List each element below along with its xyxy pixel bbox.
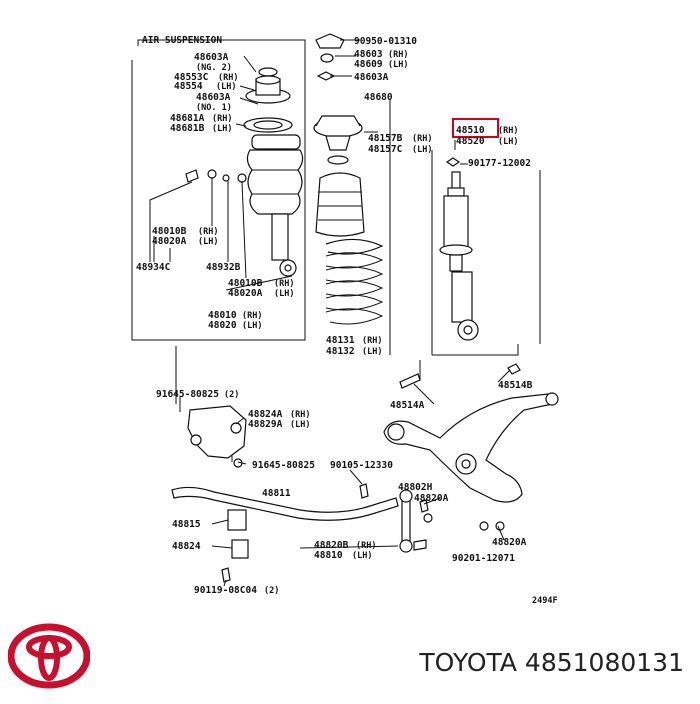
label-90950: 90950-01310	[354, 36, 417, 47]
label-48680: 48680	[364, 92, 393, 103]
label-48020A-2-lh: (LH)	[274, 289, 294, 299]
label-48603A-2: 48603A	[196, 92, 231, 103]
label-leaders	[153, 55, 511, 587]
label-48609: 48609	[354, 59, 383, 70]
label-no1: (NO. 1)	[196, 103, 232, 113]
label-48681B: 48681B	[170, 123, 205, 134]
label-48131: 48131	[326, 335, 355, 346]
label-48510-rh: (RH)	[498, 126, 518, 136]
label-48554-lh: (LH)	[216, 82, 236, 92]
label-48603-rh: (RH)	[388, 50, 408, 60]
label-91645-2: 91645-80825	[252, 460, 315, 471]
label-48520: 48520	[456, 136, 485, 147]
label-48829A-lh: (LH)	[290, 420, 310, 430]
stabilizer-bracket	[187, 405, 247, 468]
label-48824: 48824	[172, 541, 201, 552]
label-48020A-1-lh: (LH)	[198, 237, 218, 247]
coil-spring	[325, 238, 384, 325]
label-48932B: 48932B	[206, 262, 241, 273]
label-48554: 48554	[174, 81, 203, 92]
label-91645-1: 91645-80825	[156, 389, 219, 400]
air-valve-parts	[149, 169, 247, 279]
label-48802H: 48802H	[398, 482, 433, 493]
air-spring-strut	[243, 67, 304, 277]
label-48810: 48810	[314, 550, 343, 561]
label-48010B-1-rh: (RH)	[198, 227, 218, 237]
part-number-caption: TOYOTA 4851080131	[419, 648, 684, 677]
label-48603A-3: 48603A	[354, 72, 389, 83]
label-48820A-1: 48820A	[414, 493, 449, 504]
label-ng2: (NG. 2)	[196, 63, 232, 73]
label-48510: 48510	[456, 125, 485, 136]
header-air-suspension: AIR SUSPENSION	[142, 35, 222, 46]
label-90201: 90201-12071	[452, 553, 515, 564]
label-48020A-2: 48020A	[228, 288, 263, 299]
label-48553C: 48553C	[174, 72, 209, 83]
label-48820B-rh: (RH)	[356, 541, 376, 551]
label-48010B-1: 48010B	[152, 226, 187, 237]
label-48020A-1: 48020A	[152, 236, 187, 247]
shock-absorber	[431, 140, 479, 355]
air-suspension-bracket: AIR SUSPENSION	[131, 35, 306, 341]
label-48132: 48132	[326, 346, 355, 357]
label-90105: 90105-12330	[330, 460, 393, 471]
label-48514B: 48514B	[498, 380, 533, 391]
label-48824A-rh: (RH)	[290, 410, 310, 420]
highlight-box	[452, 118, 499, 138]
label-48810-lh: (LH)	[352, 551, 372, 561]
lower-control-arm	[383, 363, 559, 503]
label-48603: 48603	[354, 49, 383, 60]
part-labels: 48603A (NG. 2) 48553C (RH) 48554 (LH) 48…	[136, 36, 558, 606]
label-48603A-1: 48603A	[194, 52, 229, 63]
label-48020-lh: (LH)	[242, 321, 262, 331]
label-48824A: 48824A	[248, 409, 283, 420]
leader-lines	[175, 39, 541, 462]
label-90119: 90119-08C04	[194, 585, 257, 596]
label-48157B: 48157B	[368, 133, 403, 144]
stabilizer-bar	[171, 483, 399, 583]
label-48010B-2: 48010B	[228, 278, 263, 289]
label-48010B-2-rh: (RH)	[274, 279, 294, 289]
label-48609-lh: (LH)	[388, 60, 408, 70]
label-48157B-rh: (RH)	[412, 134, 432, 144]
label-48820B: 48820B	[314, 540, 349, 551]
label-48132-lh: (LH)	[362, 347, 382, 357]
label-90119-qty: (2)	[264, 586, 279, 596]
label-48010: 48010	[208, 310, 237, 321]
label-48010-rh: (RH)	[242, 311, 262, 321]
label-48157C: 48157C	[368, 144, 403, 155]
label-48131-rh: (RH)	[362, 336, 382, 346]
label-corner-code: 2494F	[532, 596, 558, 606]
label-48514A: 48514A	[390, 400, 425, 411]
label-48520-lh: (LH)	[498, 137, 518, 147]
label-48020: 48020	[208, 320, 237, 331]
label-48157C-lh: (LH)	[412, 145, 432, 155]
bump-stop-boot	[315, 172, 365, 237]
label-48681B-lh: (LH)	[212, 124, 232, 134]
label-90177: 90177-12002	[468, 158, 531, 169]
label-48553C-rh: (RH)	[218, 73, 238, 83]
label-48681A-rh: (RH)	[212, 114, 232, 124]
toyota-logo-icon	[8, 623, 90, 689]
label-48820A-2: 48820A	[492, 537, 527, 548]
label-48815: 48815	[172, 519, 201, 530]
strut-top-mount	[313, 33, 363, 165]
label-48934C: 48934C	[136, 262, 171, 273]
label-48829A: 48829A	[248, 419, 283, 430]
label-91645-1-qty: (2)	[224, 390, 239, 400]
label-48811: 48811	[262, 488, 291, 499]
label-48681A: 48681A	[170, 113, 205, 124]
